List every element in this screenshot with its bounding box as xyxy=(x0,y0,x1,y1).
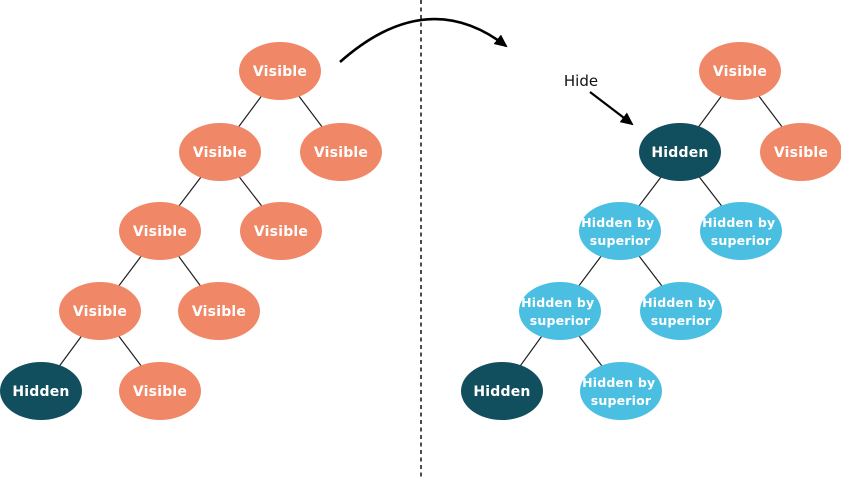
node-label: Hidden by superior xyxy=(702,215,780,248)
node-ellipse xyxy=(119,362,201,420)
node-hidden-by-superior: Hidden by superior xyxy=(640,282,722,340)
hide-annotation: Hide xyxy=(564,72,634,126)
node-label: Visible xyxy=(254,224,308,240)
node-visible: Visible xyxy=(179,123,261,181)
node-ellipse xyxy=(239,42,321,100)
node-hidden-by-superior: Hidden by superior xyxy=(700,202,782,260)
tree-after-hide: Visible Hidden Visible Hidden by superio… xyxy=(461,42,841,420)
node-ellipse xyxy=(699,42,781,100)
node-label: Hidden by superior xyxy=(581,215,659,248)
transition-arrow xyxy=(339,17,508,63)
node-label: Visible xyxy=(314,145,368,161)
node-ellipse xyxy=(700,202,782,260)
node-label-line: superior xyxy=(530,313,591,328)
node-visible: Visible xyxy=(59,282,141,340)
node-hidden-by-superior: Hidden by superior xyxy=(519,282,601,340)
node-label-line: Hidden by xyxy=(582,375,655,390)
node-label-line: superior xyxy=(651,313,712,328)
node-visible: Visible xyxy=(760,123,841,181)
node-label: Hidden by superior xyxy=(642,295,720,328)
node-ellipse xyxy=(300,123,382,181)
node-label: Hidden by superior xyxy=(521,295,599,328)
node-label: Visible xyxy=(253,64,307,80)
node-ellipse xyxy=(0,362,82,420)
node-label: Visible xyxy=(133,224,187,240)
node-ellipse xyxy=(760,123,841,181)
node-label-line: superior xyxy=(591,393,652,408)
node-label-line: superior xyxy=(590,233,651,248)
node-label-line: Hidden by xyxy=(581,215,654,230)
node-visible: Visible xyxy=(178,282,260,340)
node-visible: Visible xyxy=(239,42,321,100)
node-label: Visible xyxy=(192,304,246,320)
node-label: Hidden xyxy=(651,145,708,161)
node-label: Visible xyxy=(73,304,127,320)
node-visible: Visible xyxy=(699,42,781,100)
node-label: Hidden xyxy=(473,384,530,400)
node-visible: Visible xyxy=(240,202,322,260)
hide-annotation-label: Hide xyxy=(564,72,598,90)
node-ellipse xyxy=(580,362,662,420)
node-ellipse xyxy=(461,362,543,420)
node-label-line: superior xyxy=(711,233,772,248)
node-label: Visible xyxy=(713,64,767,80)
node-label-line: Hidden by xyxy=(521,295,594,310)
tree-before-hide: Visible Visible Visible Visible Visible … xyxy=(0,42,382,420)
node-ellipse xyxy=(59,282,141,340)
node-ellipse xyxy=(179,123,261,181)
node-label: Hidden by superior xyxy=(582,375,660,408)
node-ellipse xyxy=(519,282,601,340)
node-label-line: Hidden by xyxy=(702,215,775,230)
node-label: Visible xyxy=(133,384,187,400)
node-label-line: Hidden by xyxy=(642,295,715,310)
node-visible: Visible xyxy=(300,123,382,181)
node-ellipse xyxy=(579,202,661,260)
node-hidden: Hidden xyxy=(0,362,82,420)
hide-annotation-arrow xyxy=(589,91,634,126)
node-visible: Visible xyxy=(119,362,201,420)
node-ellipse xyxy=(119,202,201,260)
node-hidden: Hidden xyxy=(639,123,721,181)
node-ellipse xyxy=(178,282,260,340)
node-ellipse xyxy=(640,282,722,340)
node-label: Visible xyxy=(774,145,828,161)
node-hidden-by-superior: Hidden by superior xyxy=(580,362,662,420)
node-hidden-by-superior: Hidden by superior xyxy=(579,202,661,260)
node-label: Visible xyxy=(193,145,247,161)
node-visible: Visible xyxy=(119,202,201,260)
node-ellipse xyxy=(639,123,721,181)
node-ellipse xyxy=(240,202,322,260)
node-hidden: Hidden xyxy=(461,362,543,420)
node-label: Hidden xyxy=(12,384,69,400)
